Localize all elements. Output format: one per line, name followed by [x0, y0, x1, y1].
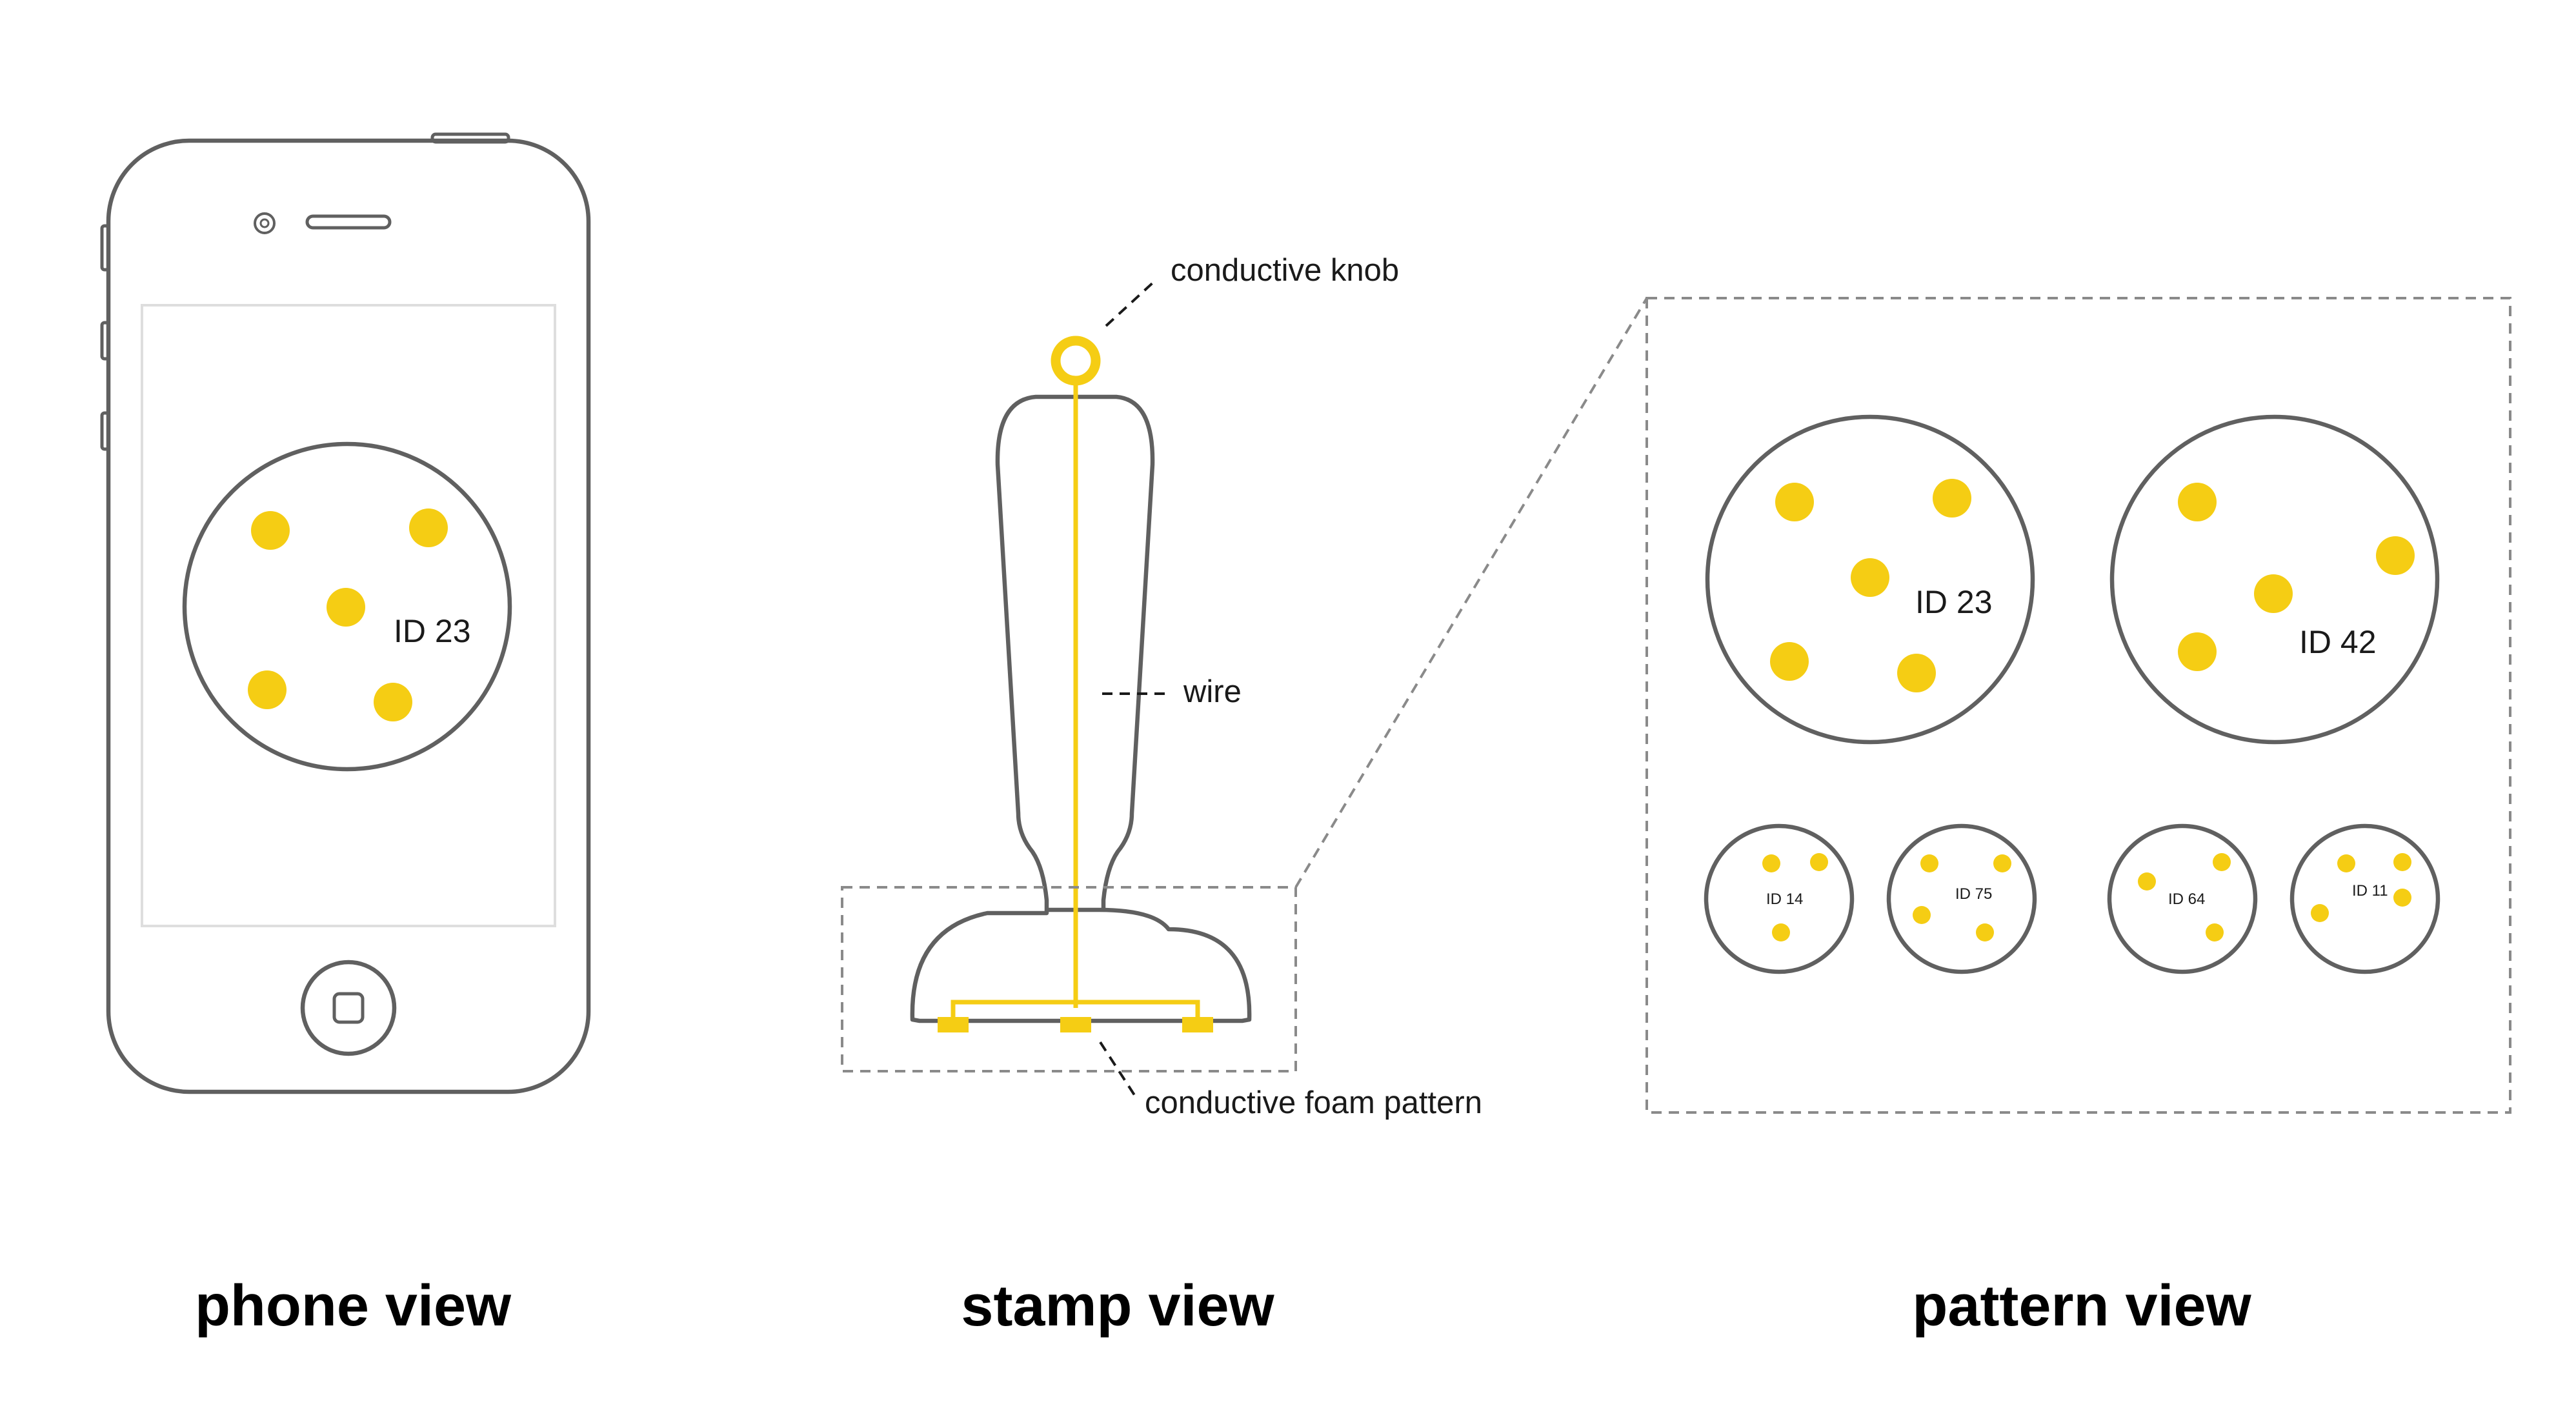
conductive-knob	[1051, 336, 1101, 386]
phone-pattern-dot	[409, 508, 448, 547]
pattern-dot	[1933, 479, 1971, 518]
pattern-view-box	[1645, 297, 2511, 1114]
stamp-foam-wire-bus	[951, 1000, 1200, 1026]
phone-speaker	[305, 214, 392, 230]
pattern-dot	[1772, 923, 1790, 941]
stamp-view-title: stamp view	[961, 1274, 1274, 1338]
pattern-dot	[2213, 853, 2231, 871]
pattern-dot	[2254, 574, 2293, 613]
large-pattern-id-label: ID 42	[2299, 624, 2377, 660]
phone-pattern-circle	[182, 441, 512, 772]
small-pattern-circle	[1886, 823, 2037, 974]
pattern-view: ID 23 ID 42 ID 14 ID 75 ID 64 ID 11	[1645, 297, 2511, 1338]
pattern-dot	[1897, 654, 1936, 692]
pattern-dot	[1920, 854, 1938, 872]
foam-pad	[1182, 1017, 1213, 1032]
pattern-dot	[1976, 923, 1994, 941]
small-pattern-id-label: ID 64	[2168, 891, 2205, 908]
pattern-dot	[2393, 889, 2411, 907]
pattern-dot	[2376, 536, 2415, 575]
large-pattern-id-label: ID 23	[1915, 584, 1993, 620]
knob-leader-line	[1105, 279, 1156, 327]
pattern-dot	[1810, 853, 1828, 871]
small-pattern-id-label: ID 75	[1955, 885, 1992, 903]
pattern-view-title: pattern view	[1912, 1274, 2251, 1338]
foam-pad	[1060, 1017, 1091, 1032]
stamp-detail-box	[841, 886, 1297, 1072]
pattern-dot	[2206, 923, 2224, 941]
pattern-dot	[1775, 483, 1814, 521]
phone-home-button	[300, 960, 397, 1056]
pattern-dot	[2178, 483, 2217, 521]
phone-camera-icon	[254, 212, 276, 234]
stamp-view: conductive knob wire conductive foam pat…	[841, 253, 1482, 1338]
small-pattern-circle	[1704, 823, 1855, 974]
small-pattern-id-label: ID 11	[2352, 882, 2388, 900]
pattern-dot	[1913, 906, 1931, 924]
stamp-body-outline	[910, 394, 1252, 1023]
phone-home-square-icon	[332, 992, 365, 1024]
phone-body	[106, 138, 591, 1094]
pattern-dot	[1993, 854, 2011, 872]
phone-pattern-id-label: ID 23	[394, 613, 471, 649]
phone-view: ID 23 phone view	[100, 132, 591, 1338]
small-pattern-circle	[2107, 823, 2258, 974]
pattern-dot	[2337, 854, 2355, 872]
phone-pattern-dot	[374, 683, 412, 721]
foam-leader-line	[1099, 1041, 1137, 1098]
pattern-dot	[1762, 854, 1780, 872]
phone-pattern-dot	[248, 670, 287, 709]
phone-screen	[141, 304, 556, 927]
pattern-dot	[2138, 872, 2156, 891]
foam-label: conductive foam pattern	[1145, 1085, 1482, 1120]
pattern-dot	[2311, 904, 2329, 922]
pattern-dot	[2393, 853, 2411, 871]
small-pattern-id-label: ID 14	[1766, 891, 1803, 908]
zoom-connector-line	[1294, 297, 1648, 889]
phone-view-title: phone view	[195, 1274, 512, 1338]
wire-label: wire	[1183, 674, 1242, 709]
phone-camera-lens	[259, 218, 270, 228]
pattern-dot	[1770, 642, 1809, 681]
pattern-dot	[1851, 558, 1889, 597]
large-pattern-circle	[2109, 414, 2440, 745]
knob-label: conductive knob	[1171, 253, 1399, 288]
large-pattern-circle	[1705, 414, 2035, 745]
phone-pattern-dot	[327, 588, 365, 627]
small-pattern-circle	[2289, 823, 2440, 974]
phone-pattern-dot	[251, 511, 290, 550]
foam-pad	[938, 1017, 969, 1032]
pattern-dot	[2178, 632, 2217, 671]
